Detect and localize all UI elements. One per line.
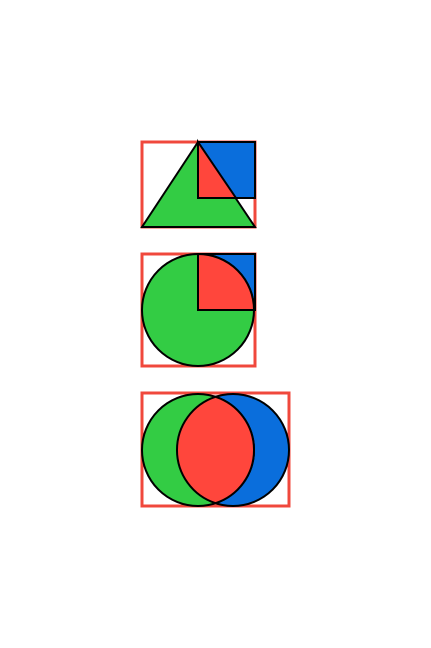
group-circle-square <box>140 252 257 368</box>
group-circle-circle <box>140 391 291 508</box>
red-intersection-quarter <box>197 252 256 311</box>
red-intersection-lens <box>176 395 255 505</box>
red-intersection-triangle <box>197 138 238 199</box>
group-triangle-square <box>140 138 257 229</box>
